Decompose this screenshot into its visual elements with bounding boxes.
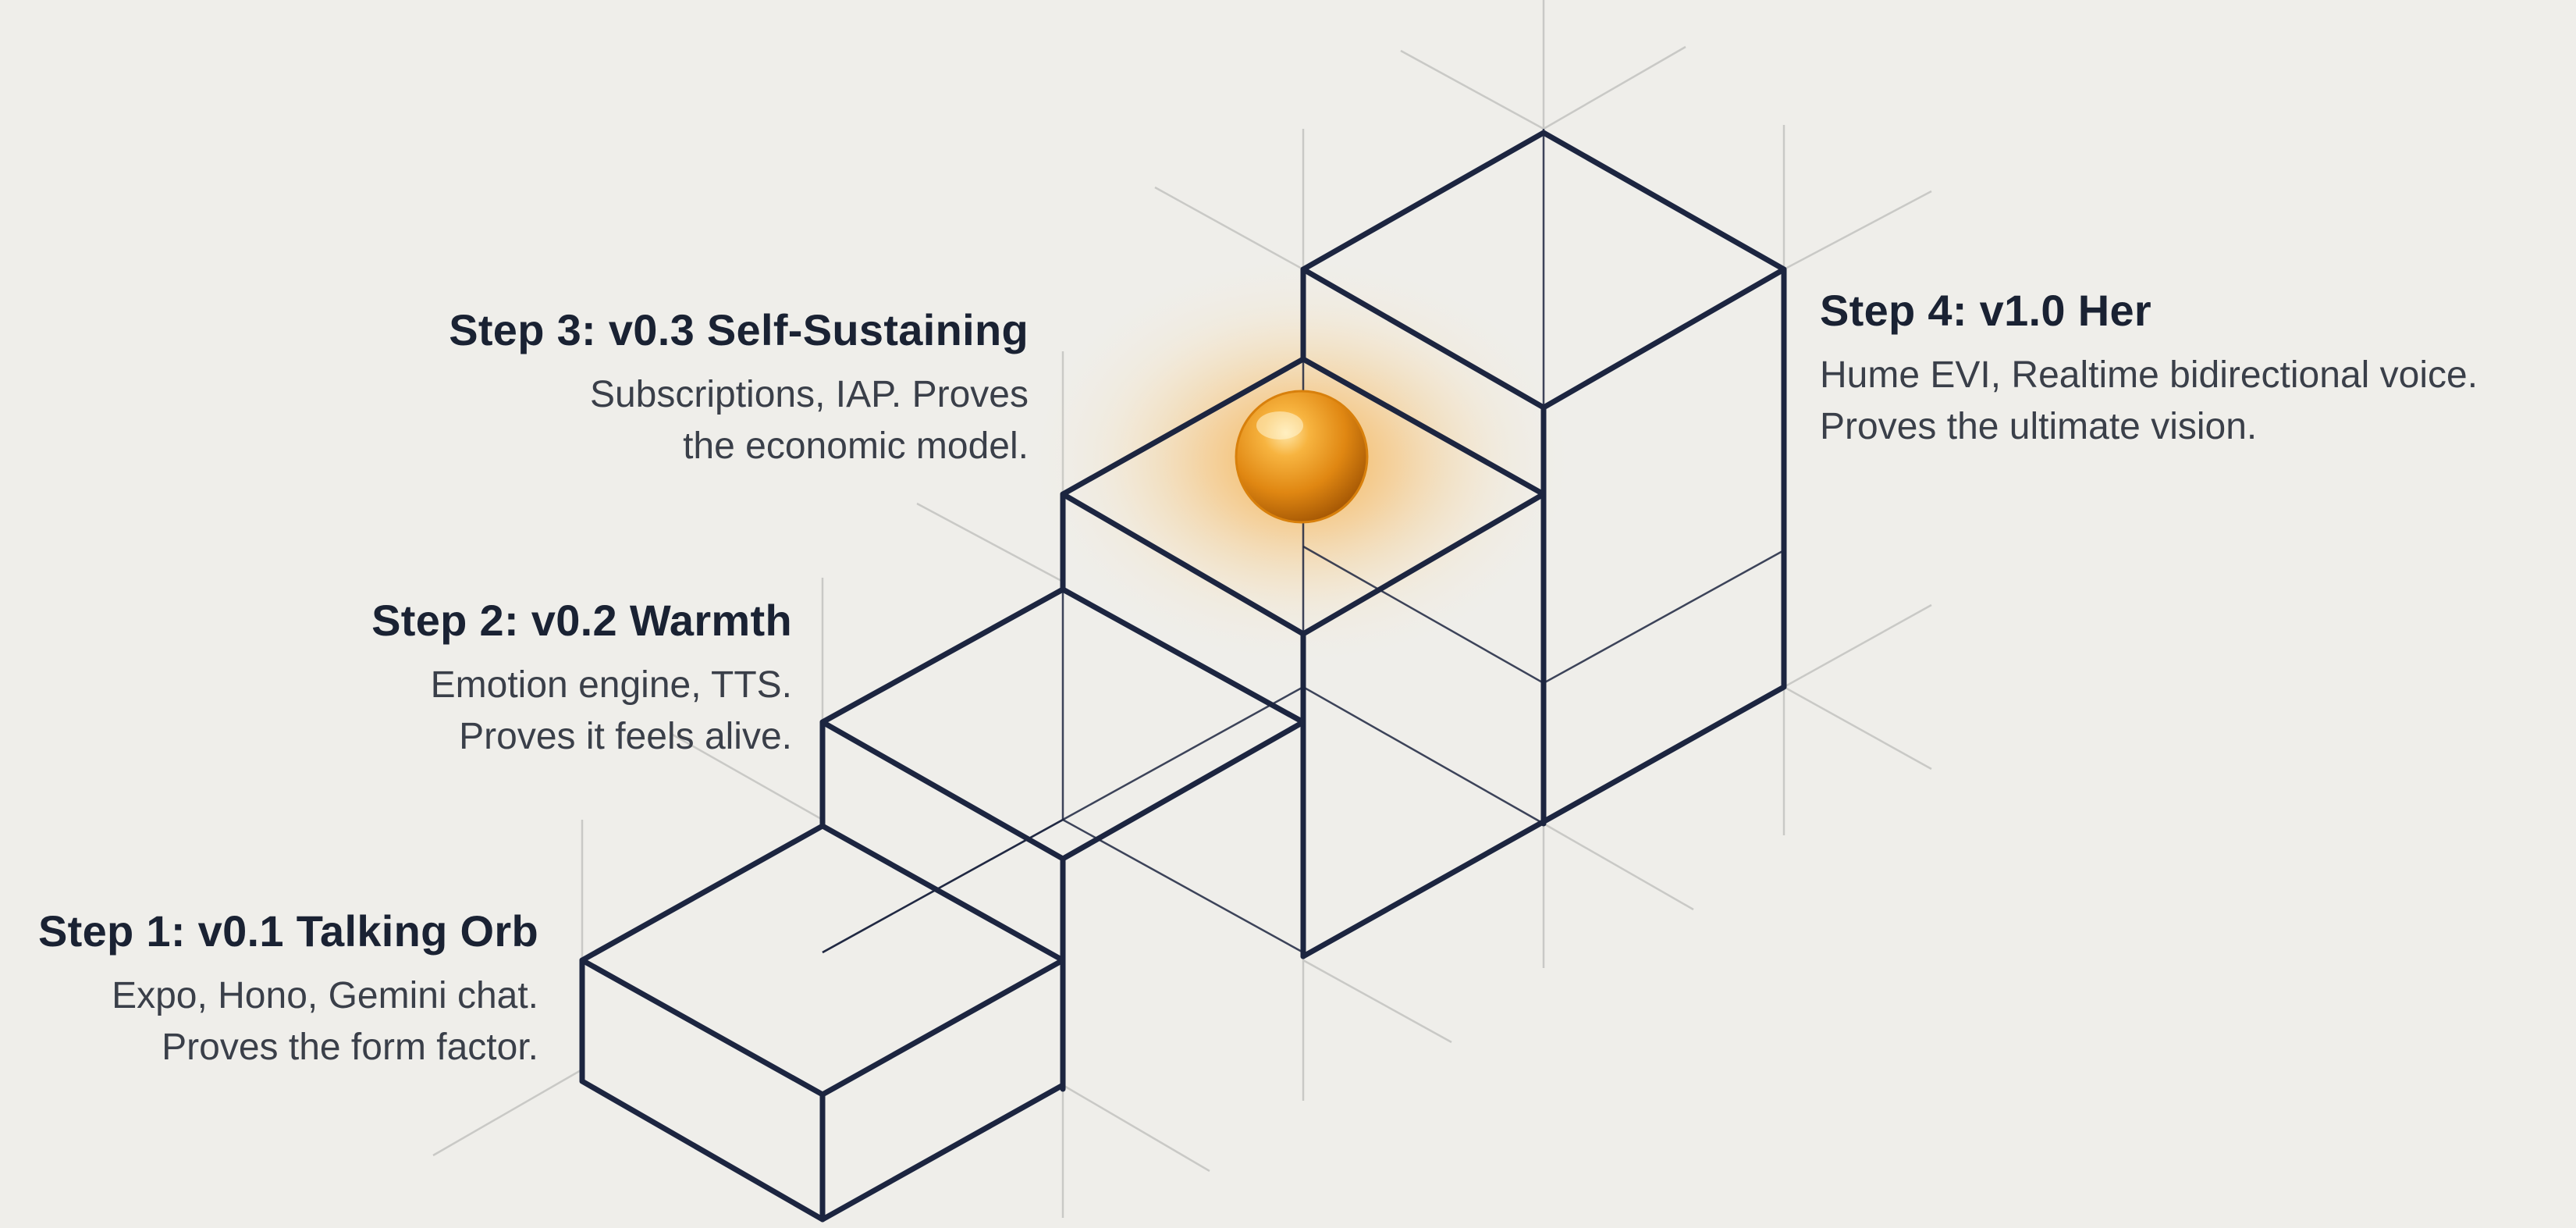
step-4-line-1: Hume EVI, Realtime bidirectional voice. xyxy=(1820,354,2478,396)
step-3-line-2: the economic model. xyxy=(683,425,1029,467)
step-3-title: Step 3: v0.3 Self-Sustaining xyxy=(449,305,1029,354)
step-4-label: Step 4: v1.0 Her Hume EVI, Realtime bidi… xyxy=(1820,285,2561,453)
step-2-description: Emotion engine, TTS. Proves it feels ali… xyxy=(172,660,792,763)
step-1-line-2: Proves the form factor. xyxy=(162,1027,538,1068)
step-2-line-2: Proves it feels alive. xyxy=(459,716,792,757)
step-1-description: Expo, Hono, Gemini chat. Proves the form… xyxy=(16,970,538,1073)
step-1-label: Step 1: v0.1 Talking Orb Expo, Hono, Gem… xyxy=(16,906,538,1073)
step-4-line-2: Proves the ultimate vision. xyxy=(1820,406,2258,447)
step-2-label: Step 2: v0.2 Warmth Emotion engine, TTS.… xyxy=(172,595,792,763)
staircase-edges xyxy=(579,130,1787,1223)
step-3-line-1: Subscriptions, IAP. Proves xyxy=(589,374,1029,415)
step-3-description: Subscriptions, IAP. Proves the economic … xyxy=(312,369,1029,472)
step-2-line-1: Emotion engine, TTS. xyxy=(430,664,792,706)
step-2-title: Step 2: v0.2 Warmth xyxy=(371,596,792,645)
glowing-orb xyxy=(1235,390,1369,524)
step-1-title: Step 1: v0.1 Talking Orb xyxy=(37,906,538,956)
step-3-label: Step 3: v0.3 Self-Sustaining Subscriptio… xyxy=(312,304,1029,472)
step-4-description: Hume EVI, Realtime bidirectional voice. … xyxy=(1820,350,2561,453)
step-1-line-1: Expo, Hono, Gemini chat. xyxy=(112,975,538,1016)
step-4-title: Step 4: v1.0 Her xyxy=(1820,286,2151,335)
